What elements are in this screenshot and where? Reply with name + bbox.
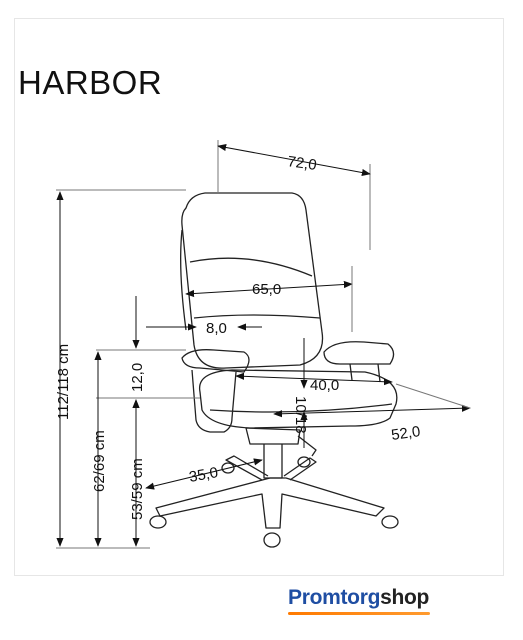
dim-seat-thickness: 10/18 bbox=[292, 396, 309, 434]
left-armrest-support bbox=[191, 369, 237, 433]
backrest-seam-side bbox=[180, 229, 187, 331]
base-star bbox=[155, 477, 385, 529]
dim-armrest-floor-height: 62/69 cm bbox=[91, 430, 108, 492]
right-armrest-support bbox=[349, 363, 381, 383]
lever bbox=[297, 435, 317, 457]
brand-logo[interactable]: Promtorgshop bbox=[288, 586, 430, 615]
caster-left bbox=[149, 515, 167, 529]
caster-back-right bbox=[297, 456, 311, 468]
base-arm-back-right bbox=[283, 457, 317, 481]
brand-name-part1: Promtorg bbox=[288, 586, 381, 609]
dim-seat-total-width: 65,0 bbox=[252, 281, 281, 298]
brand-name-part2: shop bbox=[380, 586, 430, 609]
backrest-seam-lower bbox=[193, 314, 321, 319]
backrest-seam-top bbox=[189, 257, 313, 277]
right-armrest-pad bbox=[323, 341, 395, 365]
dim-base-radius: 35,0 bbox=[188, 464, 220, 486]
dimension-lines bbox=[56, 140, 471, 549]
dim-total-height: 112/118 cm bbox=[55, 344, 72, 420]
dim-armrest-height: 12,0 bbox=[129, 363, 146, 392]
mechanism bbox=[245, 427, 301, 445]
backrest bbox=[181, 192, 324, 369]
dim-armrest-width: 8,0 bbox=[206, 320, 227, 337]
left-armrest-pad bbox=[181, 349, 250, 373]
product-title: HARBOR bbox=[18, 64, 163, 101]
seat bbox=[198, 369, 398, 429]
dim-seat-width: 40,0 bbox=[310, 377, 339, 394]
caster-front bbox=[263, 532, 281, 548]
gas-lift bbox=[263, 444, 283, 479]
dim-seat-height: 53/59 cm bbox=[129, 458, 146, 520]
caster-right bbox=[381, 515, 399, 529]
dim-total-depth: 52,0 bbox=[390, 423, 421, 444]
brand-underline bbox=[288, 612, 430, 615]
diagram-frame bbox=[14, 18, 504, 576]
dim-top-width: 72,0 bbox=[286, 153, 317, 174]
chair-outline bbox=[149, 192, 399, 548]
